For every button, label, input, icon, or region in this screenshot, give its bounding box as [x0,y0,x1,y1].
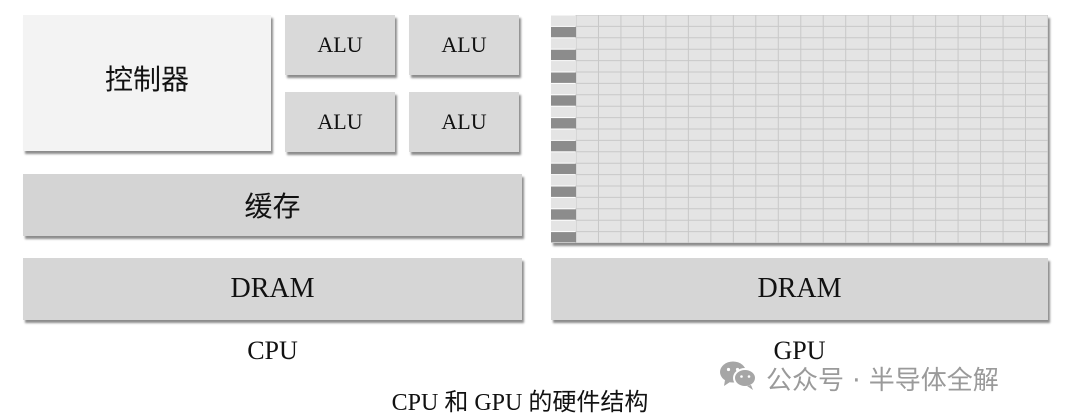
gpu-control-bar [551,26,576,38]
watermark: 公众号 · 半导体全解 [718,360,999,396]
gpu-control-bar [551,209,576,220]
gpu-control-bar [551,49,576,61]
wechat-icon [718,359,758,398]
cpu-controller-block: 控制器 [23,15,271,151]
cpu-alu-block: ALU [409,15,519,75]
gpu-cache-cell [551,197,576,209]
gpu-dram-block: DRAM [551,258,1048,320]
gpu-cache-cell [551,38,576,49]
cpu-label: CPU [247,336,298,365]
gpu-control-bar [551,140,576,152]
gpu-control-bar [551,186,576,197]
cpu-dram-block: DRAM [23,258,522,320]
gpu-control-bar [551,232,576,243]
cpu-alu-label: ALU [441,109,487,134]
cpu-alu-label: ALU [317,109,363,134]
figure-caption: CPU 和 GPU 的硬件结构 [391,390,649,416]
gpu-control-bar [551,163,576,175]
cpu-controller-label: 控制器 [104,65,189,96]
gpu-dram-label: DRAM [757,273,842,304]
gpu-cache-cell [551,152,576,163]
gpu-cache-cell [551,175,576,186]
gpu-cache-cell [551,220,576,232]
gpu-cache-cell [551,83,576,95]
cpu-alu-label: ALU [441,32,487,57]
gpu-control-bar [551,118,576,129]
gpu-cache-cell [551,61,576,72]
cpu-alu-label: ALU [317,32,363,57]
gpu-cache-cell [551,106,576,118]
gpu-control-bar [551,72,576,83]
gpu-cache-cell [551,15,576,26]
cpu-alu-block: ALU [285,92,395,152]
gpu-core-grid-svg [551,15,1048,243]
cpu-alu-block: ALU [409,92,519,152]
gpu-core-grid [551,15,1048,243]
cpu-alu-block: ALU [285,15,395,75]
gpu-control-bar [551,95,576,106]
gpu-cache-cell [551,129,576,140]
cpu-cache-block: 缓存 [23,174,522,236]
cpu-cache-label: 缓存 [244,192,301,223]
cpu-dram-label: DRAM [230,273,315,304]
gpu-label: GPU [773,336,826,365]
watermark-text: 公众号 · 半导体全解 [766,365,999,396]
